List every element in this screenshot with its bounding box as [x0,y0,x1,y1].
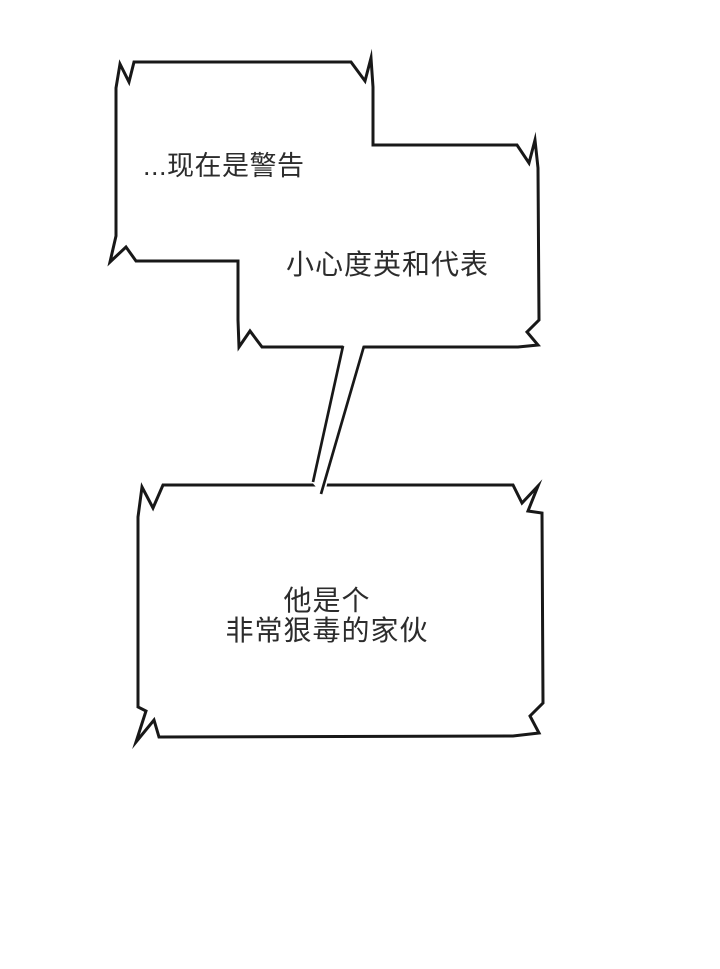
speech-text-top-line1: ...现在是警告 [143,151,305,181]
speech-text-top-line2: 小心度英和代表 [286,249,490,280]
bubble-tail-mask [309,343,364,496]
bubble-tail-right-line [319,345,366,495]
top-speech-bubble-outline [107,48,541,352]
speech-text-bottom-line2: 非常狠毒的家伙 [225,615,429,646]
bubble-tail-left-line [311,345,345,483]
bottom-speech-bubble-outline [132,479,545,750]
speech-text-bottom: 他是个 非常狠毒的家伙 [167,586,487,646]
speech-text-bottom-line1: 他是个 [283,585,371,616]
